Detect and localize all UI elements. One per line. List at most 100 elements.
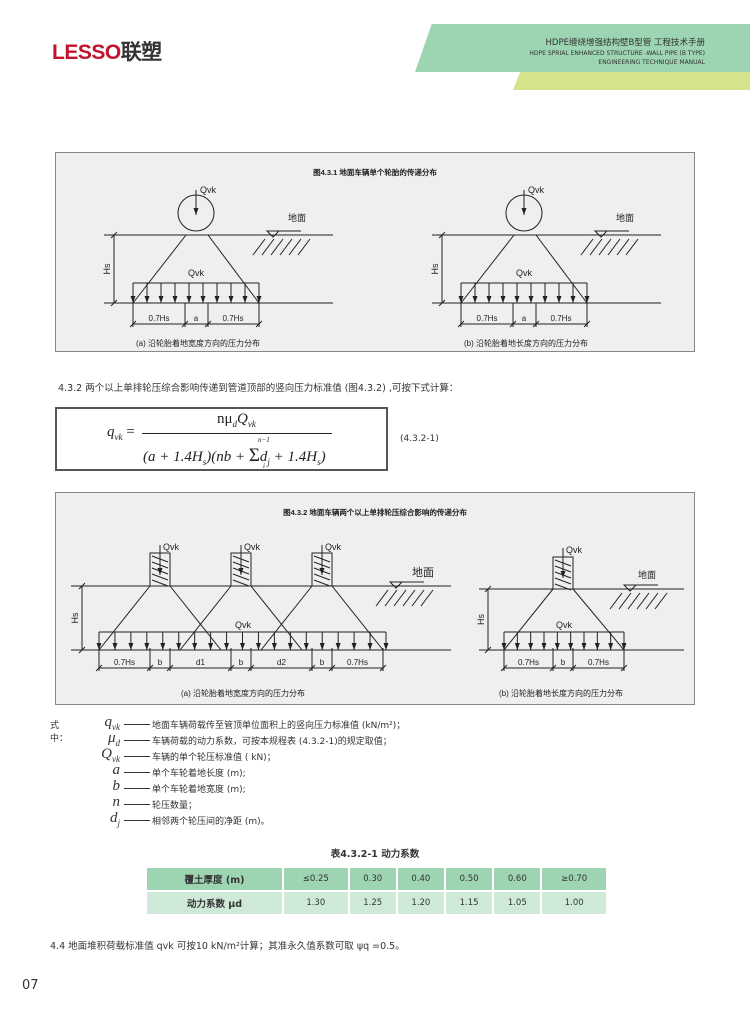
formula-numerator: nμdQvk — [217, 411, 256, 429]
arrow-head-icon — [144, 643, 150, 650]
arrow-head-icon — [200, 296, 206, 303]
dimension-label: 0.7Hs — [518, 658, 539, 667]
soil-hatch — [402, 589, 416, 607]
dimension-tick — [379, 664, 387, 672]
wheel-load-label: Qvk — [244, 542, 261, 552]
figure-1b-caption: (b) 沿轮胎着地长度方向的压力分布 — [464, 338, 588, 348]
ground-label: 地面 — [288, 212, 306, 223]
arrow-head-icon — [514, 643, 520, 650]
arrow-head-icon — [554, 643, 560, 650]
manual-title-cn: HDPE缠绕增强结构壁B型管 工程技术手册 — [545, 38, 705, 48]
ground-label: 地面 — [616, 212, 634, 223]
pad-hatch — [313, 573, 331, 581]
spread-line — [132, 234, 187, 304]
definition-text: 相邻两个轮压间的净距 (m)。 — [152, 817, 270, 827]
arrow-head-icon — [458, 296, 464, 303]
dimension-label: a — [522, 314, 527, 323]
soil-hatch — [411, 589, 425, 607]
spread-line — [331, 585, 384, 651]
ground-label: 地面 — [412, 566, 434, 579]
dash — [124, 740, 150, 741]
definition-text: 单个车轮着地长度 (m); — [152, 769, 246, 779]
dimension-tick — [204, 320, 212, 328]
page-number: 07 — [22, 978, 39, 993]
dimension-tick — [438, 299, 446, 307]
pad-hatch — [313, 579, 331, 587]
arrow-head-icon — [176, 643, 182, 650]
dash — [124, 724, 150, 725]
soil-hatch — [288, 238, 302, 256]
formula-lhs: qvk = — [107, 424, 135, 442]
spread-line — [250, 585, 303, 651]
arrow-head-icon — [208, 643, 214, 650]
table-cell: 1.20 — [397, 892, 444, 914]
soil-hatch — [375, 589, 389, 607]
arrow-head-icon — [112, 643, 118, 650]
ground-symbol-icon — [622, 584, 638, 592]
arrow-head-icon — [160, 643, 166, 650]
table-cell: ≤0.25 — [284, 868, 348, 890]
figure-2-title: 图4.3.2 地面车辆两个以上单排轮压综合影响的传递分布 — [283, 507, 467, 517]
lesso-logo: LESSO联塑 — [52, 36, 162, 66]
table-cell: 1.30 — [284, 892, 348, 914]
symbol: dj — [109, 810, 120, 828]
dash — [124, 788, 150, 789]
symbol: n — [112, 794, 121, 810]
wheel-load-label: Qvk — [325, 542, 342, 552]
arrow-head-icon — [144, 296, 150, 303]
arrow-head-icon — [256, 296, 262, 303]
pad-hatch — [151, 579, 169, 587]
dimension-tick — [620, 664, 628, 672]
arrow-head-icon — [130, 296, 136, 303]
hs-label: Hs — [476, 614, 486, 625]
table-cell: ≥0.70 — [542, 868, 606, 890]
dash — [124, 820, 150, 821]
dimension-label: 0.7Hs — [588, 658, 609, 667]
paragraph-4-4: 4.4 地面堆积荷载标准值 qvk 可按10 kN/m²计算；其准永久值系数可取… — [50, 941, 405, 952]
arrow-head-icon — [486, 296, 492, 303]
fraction-bar — [142, 433, 332, 434]
arrow-head-icon — [240, 643, 245, 650]
soil-hatch — [589, 238, 603, 256]
dimension-label: b — [561, 658, 566, 667]
pad-hatch — [151, 573, 169, 581]
dimension-tick — [110, 231, 118, 239]
dimension-label: 0.7Hs — [114, 658, 135, 667]
table-cell: 0.60 — [494, 868, 541, 890]
pad-hatch — [554, 577, 572, 585]
soil-hatch — [598, 238, 612, 256]
distributed-load-label: Qvk — [516, 268, 533, 278]
dimension-tick — [78, 582, 86, 590]
arrow-head-icon — [238, 568, 244, 575]
arrow-head-icon — [335, 643, 341, 650]
dimension-tick — [78, 646, 86, 654]
distributed-load-label: Qvk — [556, 620, 573, 630]
distributed-load-label: Qvk — [235, 620, 252, 630]
wheel-load-label: Qvk — [200, 185, 217, 195]
soil-hatch — [607, 238, 621, 256]
soil-hatch — [384, 589, 398, 607]
soil-hatch — [645, 592, 659, 610]
arrow-head-icon — [128, 643, 134, 650]
spread-line — [503, 588, 554, 651]
arrow-head-icon — [319, 643, 325, 650]
dimension-tick — [129, 320, 137, 328]
dimension-tick — [532, 320, 540, 328]
arrow-head-icon — [472, 296, 478, 303]
soil-hatch — [420, 589, 434, 607]
soil-hatch — [618, 592, 632, 610]
dimension-tick — [255, 320, 263, 328]
arrow-head-icon — [541, 643, 547, 650]
sigma-upper: n−1 — [258, 436, 270, 444]
soil-hatch — [279, 238, 293, 256]
pad-hatch — [232, 573, 250, 581]
pad-hatch — [232, 579, 250, 587]
spread-line — [207, 234, 260, 304]
ground-symbol-icon — [593, 230, 609, 238]
dimension-label: d1 — [196, 658, 205, 667]
arrow-head-icon — [172, 296, 178, 303]
arrow-head-icon — [255, 643, 261, 650]
